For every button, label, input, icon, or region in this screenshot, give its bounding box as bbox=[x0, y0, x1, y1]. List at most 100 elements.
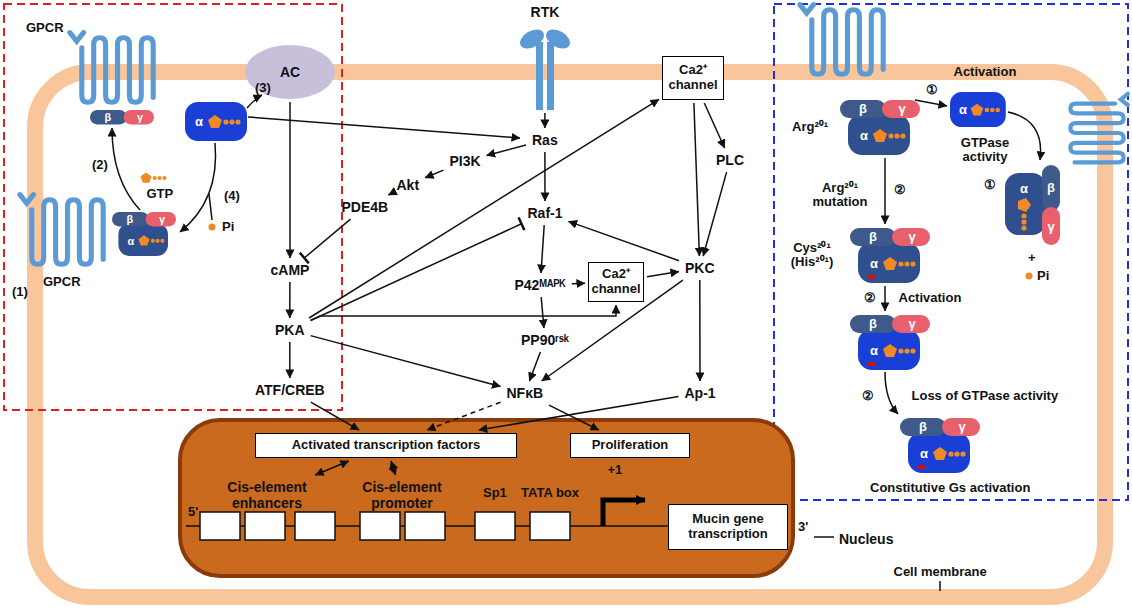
node-text: Mucin gene transcription bbox=[672, 512, 784, 542]
process-box: Ca2⁺ channel bbox=[588, 262, 644, 302]
subunit-letter: α bbox=[195, 115, 203, 129]
subunit-letter: β bbox=[869, 230, 877, 244]
connector bbox=[694, 103, 700, 256]
subunit-letter: γ bbox=[909, 230, 916, 244]
receptor-shape bbox=[515, 24, 575, 110]
annotation: Activation bbox=[899, 291, 962, 305]
annotation: ② bbox=[862, 389, 874, 403]
annotation: Activation bbox=[954, 65, 1017, 79]
node-text: PKC bbox=[685, 260, 715, 276]
subunit-letter: β bbox=[859, 102, 867, 116]
node-text: ATF/CREB bbox=[255, 382, 325, 398]
connector bbox=[388, 194, 390, 195]
pathway-node: Akt bbox=[394, 176, 423, 194]
annotation: Cys²⁰¹ (His²⁰¹) bbox=[784, 241, 840, 270]
connector bbox=[647, 272, 679, 277]
annotation: (3) bbox=[255, 81, 271, 95]
subunit-letter: α bbox=[870, 344, 878, 358]
annotation: Sp1 bbox=[483, 486, 507, 500]
connector bbox=[544, 152, 546, 201]
annotation: +1 bbox=[608, 463, 623, 477]
connector bbox=[572, 282, 585, 284]
node-text: Ras bbox=[532, 132, 558, 148]
connector bbox=[311, 305, 616, 320]
pathway-node: PDE4B bbox=[339, 198, 392, 216]
node-text: PI3K bbox=[450, 153, 481, 169]
pathway-node: cAMP bbox=[268, 261, 313, 279]
region-box bbox=[774, 4, 1128, 500]
leader-line bbox=[814, 536, 834, 538]
pathway-node: NFκB bbox=[504, 384, 547, 402]
subunit-letter: γ bbox=[159, 213, 165, 225]
annotation: ② bbox=[864, 291, 876, 305]
subunit-letter: β bbox=[127, 213, 134, 225]
pathway-node: Cis-element enhancers bbox=[217, 478, 317, 512]
annotation: Arg²⁰¹ bbox=[792, 120, 828, 134]
connector bbox=[311, 336, 501, 387]
node-text: PP90ʳˢᵏ bbox=[521, 332, 569, 348]
subunit-letter: β bbox=[1047, 181, 1055, 195]
node-text: Activated transcription factors bbox=[292, 438, 481, 453]
pathway-node: PLC bbox=[713, 151, 747, 169]
annotation: (4) bbox=[224, 189, 240, 203]
node-text: PDE4B bbox=[342, 199, 389, 215]
process-box: Ca2⁺ channel bbox=[662, 56, 724, 100]
pathway-node: PKA bbox=[272, 321, 308, 339]
connector bbox=[703, 172, 726, 256]
connector bbox=[541, 225, 544, 273]
subunit-letter: α bbox=[860, 129, 868, 143]
annotation: Arg²⁰¹ mutation bbox=[807, 181, 873, 210]
connector bbox=[309, 99, 659, 318]
pathway-node: PI3K bbox=[447, 152, 484, 170]
node-text: Ca2⁺ channel bbox=[666, 63, 720, 93]
connector bbox=[289, 102, 291, 258]
subunit-letter: α bbox=[920, 447, 928, 461]
node-text: Cis-element enhancers bbox=[227, 479, 306, 511]
subunit-letter: γ bbox=[909, 317, 916, 331]
gpcr-cycle bbox=[20, 33, 520, 265]
pathway-node: PP90ʳˢᵏ bbox=[518, 331, 572, 349]
subunit-letter: α bbox=[128, 235, 135, 247]
node-text: Proliferation bbox=[592, 438, 669, 453]
annotation: ② bbox=[894, 183, 906, 197]
node-text: Ap-1 bbox=[685, 385, 716, 401]
ellipse-fill bbox=[245, 45, 335, 99]
subunit-letter: γ bbox=[959, 420, 966, 434]
connector bbox=[425, 170, 443, 178]
annotation: Pi bbox=[222, 220, 234, 234]
annotation: ① bbox=[984, 178, 996, 192]
connector bbox=[704, 103, 724, 148]
connector bbox=[289, 342, 291, 378]
connector bbox=[544, 113, 546, 128]
connector bbox=[487, 145, 526, 155]
pathway-node: Ras bbox=[529, 131, 561, 149]
region-box bbox=[4, 4, 342, 410]
annotation: (1) bbox=[12, 285, 28, 299]
pathway-node: PKC bbox=[682, 259, 718, 277]
node-text: P42ᴹᴬᴾᴷ bbox=[515, 277, 566, 293]
subunit-letter: β bbox=[919, 420, 927, 434]
annotation: Cell membrane bbox=[894, 565, 987, 579]
node-text: Nucleus bbox=[839, 531, 893, 547]
subunit-letter: γ bbox=[899, 102, 906, 116]
pathway-node: Raf-1 bbox=[525, 204, 566, 222]
receptor-node: RTK bbox=[515, 4, 575, 110]
node-text: RTK bbox=[515, 4, 575, 20]
connector bbox=[304, 219, 350, 258]
subunit-letter: γ bbox=[137, 111, 143, 123]
node-text: PLC bbox=[716, 152, 744, 168]
node-text: Ca2⁺ channel bbox=[591, 267, 640, 297]
connector bbox=[289, 282, 291, 318]
cell-membrane bbox=[35, 72, 1105, 597]
pathway-node: P42ᴹᴬᴾᴷ bbox=[512, 276, 569, 294]
node-text: Akt bbox=[397, 177, 420, 193]
node-text: NFκB bbox=[507, 385, 544, 401]
pathway-node: Cis-element promoter bbox=[352, 478, 452, 512]
subunit-letter: β bbox=[869, 317, 877, 331]
leader-line bbox=[939, 581, 941, 591]
node-text: Cis-element promoter bbox=[362, 479, 441, 511]
annotation: 5' bbox=[188, 505, 198, 519]
connector bbox=[541, 297, 544, 328]
annotation: GPCR bbox=[26, 21, 64, 35]
annotation: Loss of GTPase activity bbox=[912, 389, 1059, 403]
